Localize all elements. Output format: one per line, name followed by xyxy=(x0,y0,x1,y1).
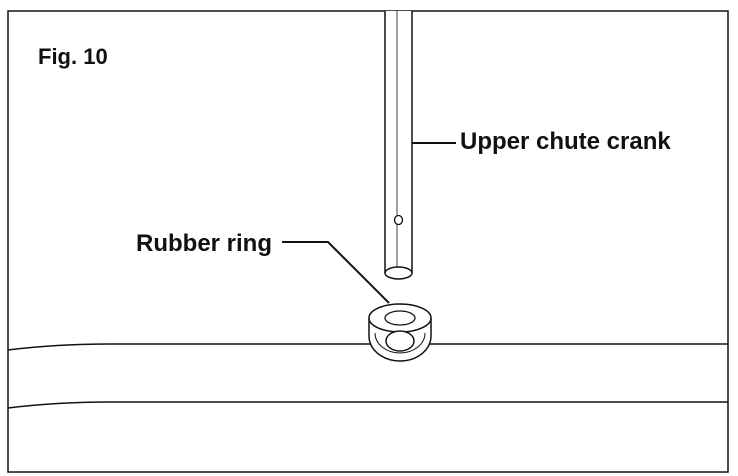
chute-top-edge xyxy=(7,343,728,351)
chute-bottom-edge xyxy=(7,401,728,409)
crank-hole xyxy=(393,214,404,226)
ring-leader-line xyxy=(282,241,390,304)
figure-frame xyxy=(7,10,729,473)
label-rubber-ring: Rubber ring xyxy=(136,230,272,257)
rubber-ring xyxy=(368,303,432,362)
figure-title: Fig. 10 xyxy=(38,44,108,69)
label-upper-chute-crank: Upper chute crank xyxy=(460,128,671,155)
upper-chute-crank-rod xyxy=(384,11,413,280)
